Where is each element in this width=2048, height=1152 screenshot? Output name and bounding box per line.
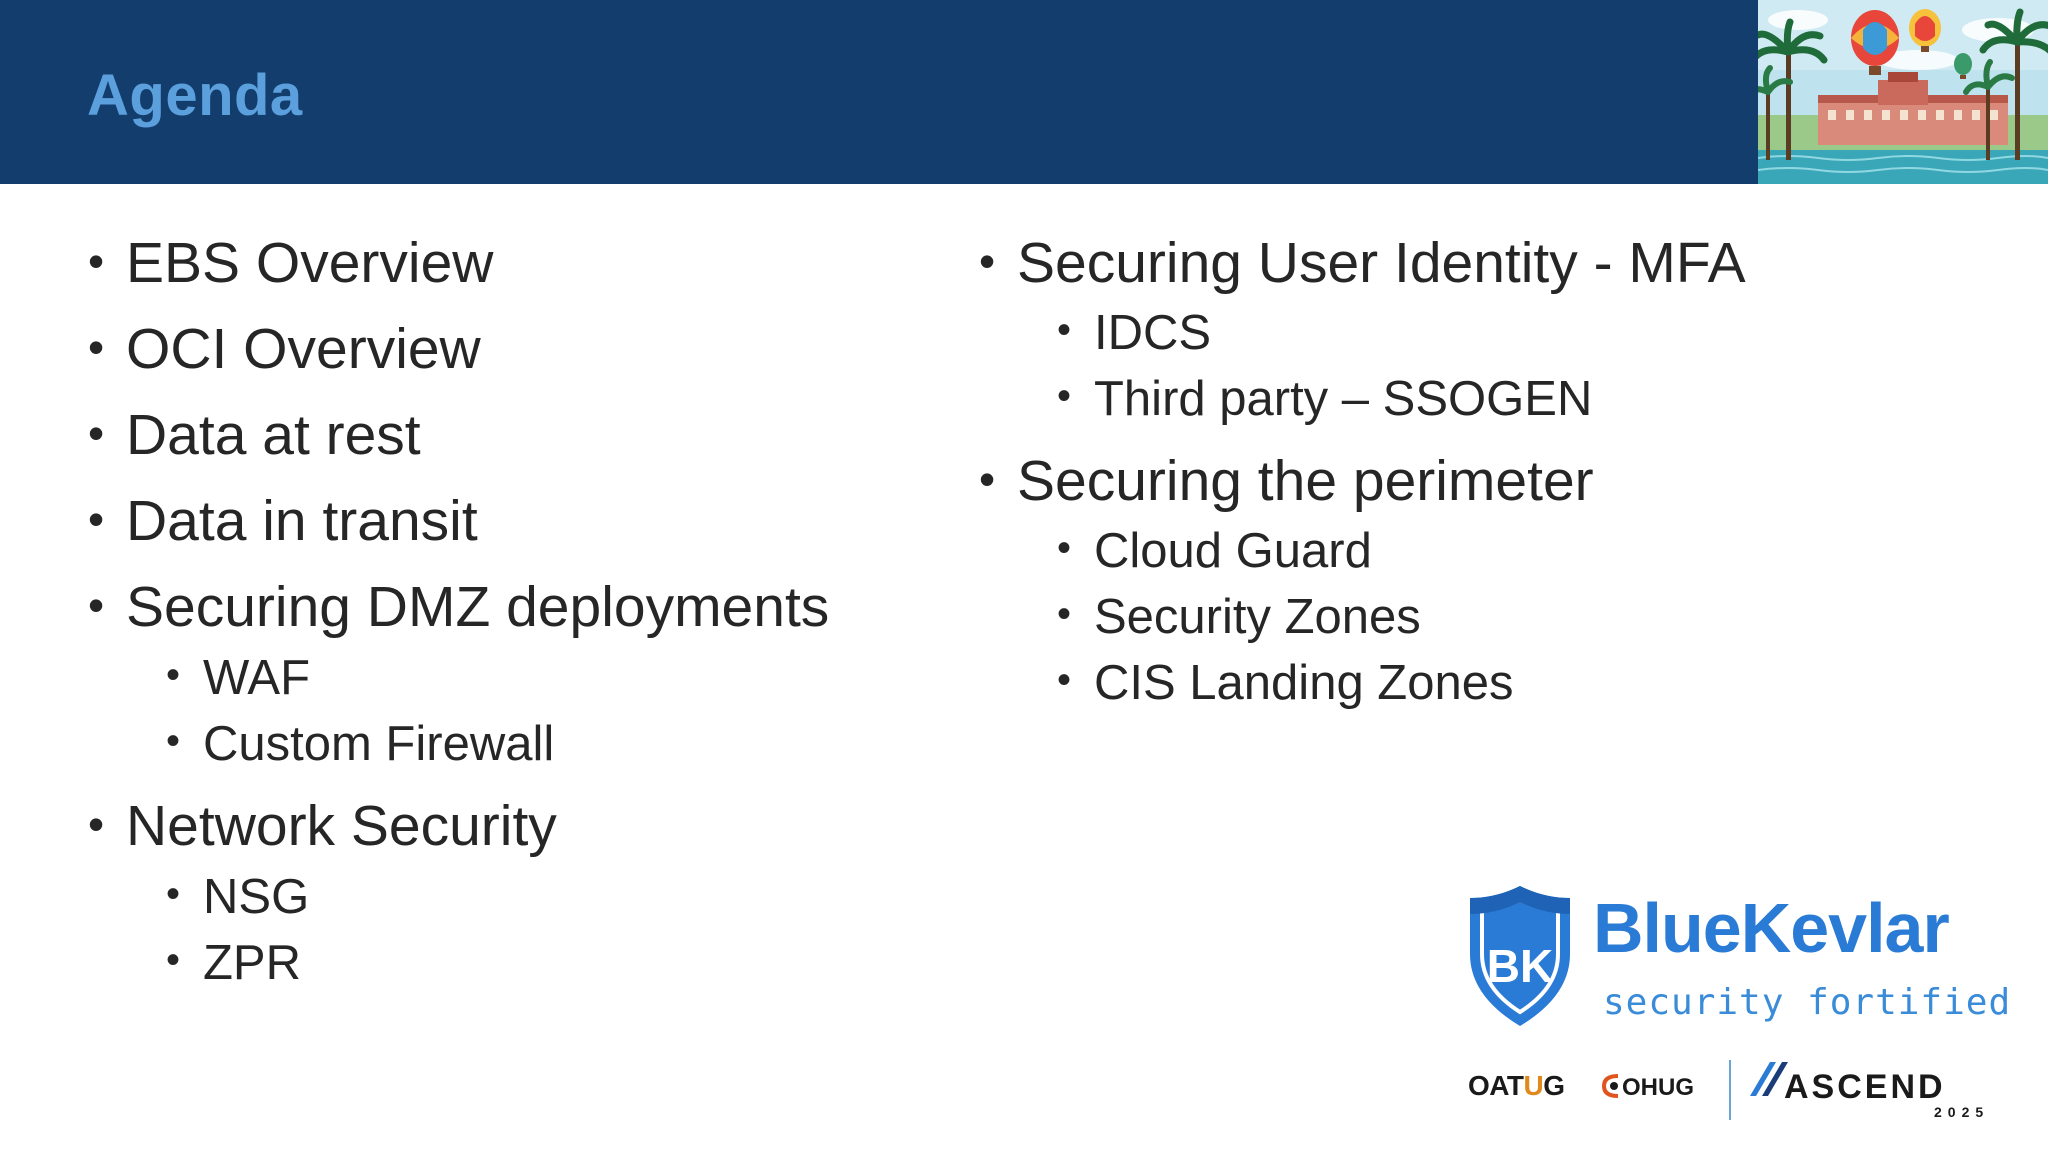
agenda-subitem: • WAF (166, 650, 311, 706)
bluekevlar-monogram: BK (1487, 940, 1553, 992)
agenda-item: • Data at rest (88, 402, 421, 468)
oatug-u: U (1523, 1070, 1544, 1101)
bullet: • (88, 579, 105, 631)
agenda-subitem: • IDCS (1057, 305, 1212, 361)
agenda-item: • Network Security (88, 793, 557, 859)
bullet: • (88, 235, 105, 287)
agenda-item-text: Securing the perimeter (1017, 449, 1594, 513)
agenda-item: • Securing User Identity - MFA (979, 230, 1746, 296)
agenda-item-text: Securing User Identity - MFA (1017, 231, 1746, 295)
balloon-resort-illustration (1758, 0, 2048, 184)
agenda-item-text: Data at rest (126, 403, 421, 467)
agenda-item: • Securing the perimeter (979, 448, 1594, 514)
bullet: • (88, 798, 105, 850)
bullet: • (88, 407, 105, 459)
bullet: • (166, 719, 181, 763)
agenda-item: • OCI Overview (88, 316, 481, 382)
agenda-subitem-text: Third party – SSOGEN (1094, 372, 1593, 426)
agenda-subitem-text: ZPR (203, 936, 301, 990)
agenda-subitem: • ZPR (166, 935, 301, 991)
agenda-item: • Data in transit (88, 488, 478, 554)
ascend-year: 2025 (1934, 1104, 1990, 1120)
bluekevlar-shield-logo: BK (1470, 886, 1570, 1026)
bullet: • (979, 235, 996, 287)
bullet: • (166, 653, 181, 697)
agenda-subitem: • CIS Landing Zones (1057, 655, 1514, 711)
agenda-subitem-text: CIS Landing Zones (1094, 656, 1514, 710)
slide-title: Agenda (87, 63, 303, 128)
oatug-prefix: OAT (1468, 1070, 1524, 1101)
agenda-subitem: • Cloud Guard (1057, 523, 1372, 579)
oatug-logo: OATUG (1468, 1070, 1565, 1102)
agenda-subitem: • Custom Firewall (166, 716, 555, 772)
agenda-item-text: Securing DMZ deployments (126, 575, 830, 639)
bullet: • (1057, 592, 1072, 636)
ohug-mark-icon (1601, 1074, 1619, 1098)
agenda-item: • EBS Overview (88, 230, 494, 296)
agenda-subitem-text: NSG (203, 870, 310, 924)
title-bar: Agenda (0, 0, 2048, 184)
agenda-subitem-text: IDCS (1094, 306, 1212, 360)
ascend-slash-icon (1750, 1062, 1788, 1096)
agenda-subitem: • NSG (166, 869, 310, 925)
agenda-item-text: Network Security (126, 794, 557, 858)
bullet: • (88, 493, 105, 545)
bullet: • (1057, 374, 1072, 418)
bullet: • (166, 938, 181, 982)
bullet: • (1057, 308, 1072, 352)
agenda-subitem-text: Cloud Guard (1094, 524, 1372, 578)
agenda-item-text: OCI Overview (126, 317, 481, 381)
agenda-item-text: Data in transit (126, 489, 478, 553)
bullet: • (979, 453, 996, 505)
ohug-logo: OHUG (1622, 1074, 1694, 1101)
agenda-subitem: • Third party – SSOGEN (1057, 371, 1593, 427)
logo-divider (1729, 1060, 1731, 1120)
balloon-resort-illustration-svg (1758, 0, 2048, 184)
bullet: • (1057, 658, 1072, 702)
agenda-subitem-text: Security Zones (1094, 590, 1421, 644)
oatug-suffix: G (1543, 1070, 1565, 1101)
agenda-subitem-text: WAF (203, 651, 311, 705)
bullet: • (166, 872, 181, 916)
bullet: • (1057, 526, 1072, 570)
bullet: • (88, 321, 105, 373)
agenda-subitem-text: Custom Firewall (203, 717, 555, 771)
bluekevlar-wordmark: BlueKevlar (1593, 889, 1950, 967)
bluekevlar-tagline: security fortified (1603, 982, 2012, 1023)
ascend-logo: ASCEND (1784, 1068, 1946, 1106)
agenda-item: • Securing DMZ deployments (88, 574, 830, 640)
agenda-subitem: • Security Zones (1057, 589, 1421, 645)
agenda-item-text: EBS Overview (126, 231, 494, 295)
